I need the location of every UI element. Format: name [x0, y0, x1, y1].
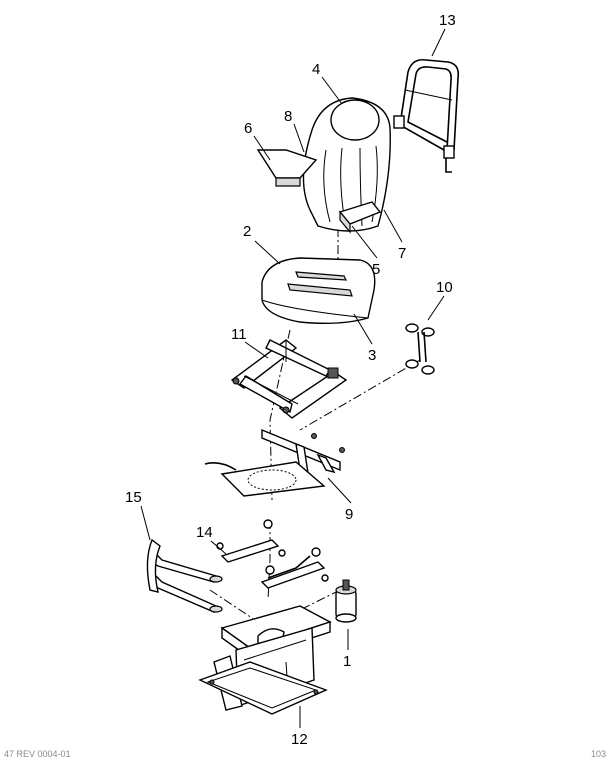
footer-reference-code: 47 REV 0004-01: [4, 749, 71, 759]
centerline-link-10: [299, 359, 421, 431]
callout-9: 9: [345, 506, 353, 523]
part-2-3-seat-cushion: [261, 257, 376, 325]
leader-lines: [140, 28, 446, 728]
part-11-slide-frame: [230, 339, 348, 419]
part-13-handle-frame: [393, 58, 460, 173]
callout-5: 5: [372, 261, 380, 278]
part-10-link: [405, 323, 435, 375]
callout-13: 13: [439, 12, 456, 29]
callouts: 1 2 3 4 5 6 7 8 9 10 11 12 13 14 15: [125, 12, 456, 748]
part-12-base: [198, 605, 332, 715]
part-14-lever: [216, 519, 329, 589]
callout-11: 11: [231, 326, 247, 343]
callout-14: 14: [196, 524, 213, 541]
centerline-handle-15: [209, 589, 256, 621]
callout-3: 3: [368, 347, 376, 364]
callout-1: 1: [343, 653, 351, 670]
centerline-shock-1: [299, 589, 341, 611]
part-9-swivel-plate: [204, 428, 345, 497]
footer-page-number: 103: [590, 749, 606, 759]
callout-12: 12: [291, 731, 308, 748]
part-6-8-left-armrest: [256, 149, 318, 187]
centerline-lower: [267, 520, 271, 601]
callout-6: 6: [244, 120, 252, 137]
part-15-handle: [146, 538, 223, 613]
callout-8: 8: [284, 108, 292, 125]
part-1-shock: [335, 579, 357, 623]
callout-4: 4: [312, 61, 320, 78]
part-7-right-armrest: [338, 201, 382, 234]
callout-10: 10: [436, 279, 453, 296]
callout-15: 15: [125, 489, 142, 506]
centerline-middle: [269, 329, 291, 501]
callout-2: 2: [243, 223, 251, 240]
callout-7: 7: [398, 245, 406, 262]
